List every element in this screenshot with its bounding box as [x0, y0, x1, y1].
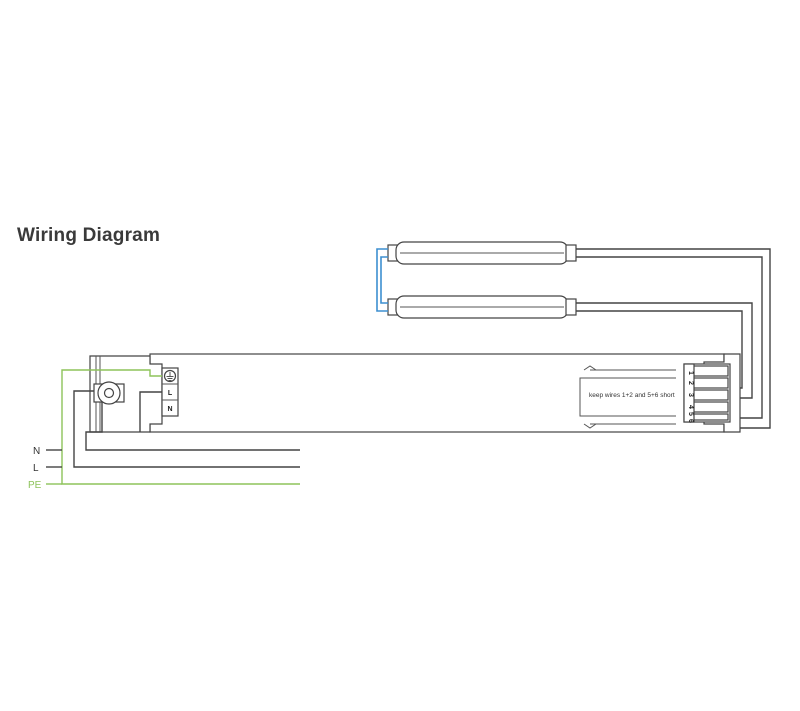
diagram-title: Wiring Diagram — [17, 225, 161, 246]
output-terminal-5: 5 — [687, 412, 694, 416]
lamp-bridge-wire — [376, 248, 388, 312]
terminal-n-label: N — [167, 406, 172, 413]
mains-l-label: L — [33, 463, 39, 474]
lamp-tube-upper — [387, 241, 577, 265]
output-terminal-3: 3 — [687, 393, 694, 397]
terminal-numbers: 1 2 3 4 5 6 — [687, 371, 694, 423]
output-terminal-block — [683, 363, 731, 423]
mains-pe-label: PE — [28, 480, 42, 491]
protective-earth-icon — [163, 369, 177, 383]
mains-input-wires — [46, 369, 300, 485]
wiring-note: keep wires 1+2 and 5+6 short — [589, 392, 675, 399]
internal-bracket — [579, 365, 676, 429]
output-terminal-4: 4 — [687, 405, 694, 409]
driver-body — [89, 353, 741, 433]
terminal-l-label: L — [168, 390, 173, 397]
output-terminal-2: 2 — [687, 381, 694, 385]
input-terminal-block: L N — [161, 367, 179, 417]
mains-n-label: N — [33, 446, 40, 457]
output-terminal-1: 1 — [687, 371, 694, 375]
lamp-tube-lower — [387, 295, 577, 319]
cable-clamp-icon — [93, 381, 125, 405]
output-terminal-6: 6 — [687, 419, 694, 423]
